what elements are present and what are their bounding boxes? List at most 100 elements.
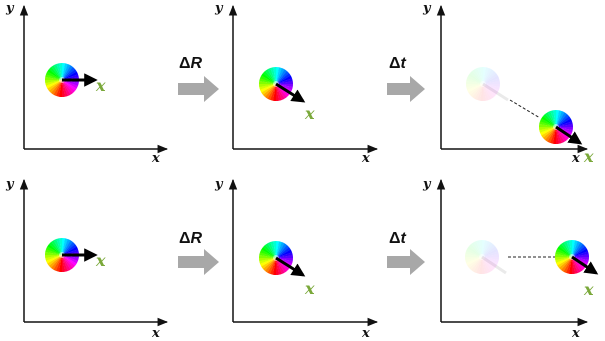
color-wedge: [572, 246, 587, 257]
color-wedge: [483, 84, 498, 96]
color-wedge: [265, 243, 276, 258]
y-axis-label: y: [5, 1, 15, 16]
color-wedge: [264, 84, 276, 99]
color-wedge: [483, 84, 494, 99]
color-wedge: [467, 257, 482, 268]
y-axis-label: y: [214, 177, 224, 192]
color-wedge: [62, 244, 77, 255]
color-wedge: [553, 109, 557, 127]
color-wedge: [276, 252, 293, 258]
color-wedge: [465, 257, 482, 263]
color-wedge: [483, 84, 497, 98]
panel-r1-after-rotation: y x x: [214, 1, 379, 166]
color-wedge: [261, 258, 276, 269]
color-wedge: [482, 257, 499, 261]
ghost-orientation-arrow: [482, 82, 509, 102]
color-wedge: [259, 78, 276, 84]
color-wedge: [276, 244, 290, 258]
translation-operator: Δt: [387, 230, 425, 275]
op-arrow: [178, 249, 219, 275]
color-wedge: [261, 246, 276, 258]
color-wedge: [482, 257, 493, 272]
vector-label: x: [583, 280, 594, 299]
x-axis-label: x: [361, 151, 370, 166]
color-wedge: [556, 127, 567, 142]
color-wedge: [45, 249, 62, 255]
color-wedge: [262, 258, 276, 272]
color-wedge: [540, 118, 556, 127]
color-wedge: [482, 257, 497, 269]
color-wedge: [276, 242, 285, 258]
color-wedge: [48, 66, 62, 80]
color-wedge: [550, 110, 556, 127]
color-wedge: [465, 83, 483, 87]
color-wedge: [50, 80, 62, 95]
color-wedge: [470, 257, 482, 272]
color-wedge: [482, 241, 491, 257]
color-wedge: [572, 242, 584, 257]
color-wedge: [466, 84, 483, 90]
color-wedge: [465, 253, 482, 257]
color-wedge: [276, 258, 287, 273]
x-axis-label: x: [571, 151, 580, 166]
color-wedge: [59, 62, 63, 80]
color-wedge: [472, 69, 483, 84]
color-wedge: [468, 243, 482, 257]
delta-r-label: ΔR: [179, 230, 203, 247]
y-axis-label: y: [214, 1, 224, 16]
color-wedge: [47, 243, 62, 255]
color-wedge: [465, 257, 482, 266]
color-wedge: [62, 63, 68, 80]
color-wedge: [482, 257, 491, 274]
axes: y x: [5, 177, 169, 341]
color-wedge: [270, 84, 276, 101]
color-wedge: [62, 69, 77, 80]
color-wedge: [260, 249, 276, 258]
color-wedge: [45, 74, 62, 80]
disc-center: [480, 81, 486, 87]
axes: y x: [214, 177, 379, 341]
color-wedge: [477, 67, 483, 84]
color-wedge: [555, 251, 572, 257]
color-wedge: [482, 243, 496, 257]
color-disc-body: [44, 237, 80, 273]
color-wedge: [267, 67, 276, 84]
color-wedge: [467, 75, 483, 84]
color-wedge: [482, 257, 488, 274]
color-wedge: [47, 255, 62, 266]
color-wedge: [541, 127, 556, 138]
translation-operator: Δt: [387, 55, 425, 102]
color-wedge: [62, 65, 74, 80]
color-wedge: [563, 240, 572, 257]
color-wedge: [261, 84, 276, 95]
color-wedge: [62, 80, 78, 89]
orientation-arrow: [275, 82, 306, 103]
color-wedge: [464, 256, 482, 260]
color-wedge: [556, 110, 562, 127]
panel-r1-initial: y x x: [5, 1, 169, 166]
color-wedge: [539, 127, 556, 133]
y-axis-label: y: [422, 1, 432, 16]
color-wedge: [258, 257, 276, 261]
ghost-disc-body: [464, 239, 500, 275]
color-wedge: [542, 113, 556, 127]
color-wedge: [62, 80, 73, 95]
color-wedge: [276, 243, 288, 258]
color-wedge: [56, 80, 62, 97]
color-wedge: [47, 68, 62, 80]
color-wedge: [572, 251, 589, 257]
color-wedge: [61, 80, 65, 98]
color-wedge: [569, 239, 573, 257]
color-wedge: [558, 243, 572, 257]
delta-r-label: ΔR: [179, 55, 203, 72]
color-wedge: [265, 69, 276, 84]
color-wedge: [44, 79, 62, 83]
color-wedge: [53, 63, 62, 80]
color-wedge: [62, 255, 71, 272]
color-wedge: [476, 257, 482, 274]
color-wedge: [267, 258, 276, 274]
color-wedge: [62, 238, 68, 255]
color-wedge: [276, 84, 285, 101]
color-wedge: [44, 254, 62, 258]
color-wedge: [482, 242, 494, 257]
